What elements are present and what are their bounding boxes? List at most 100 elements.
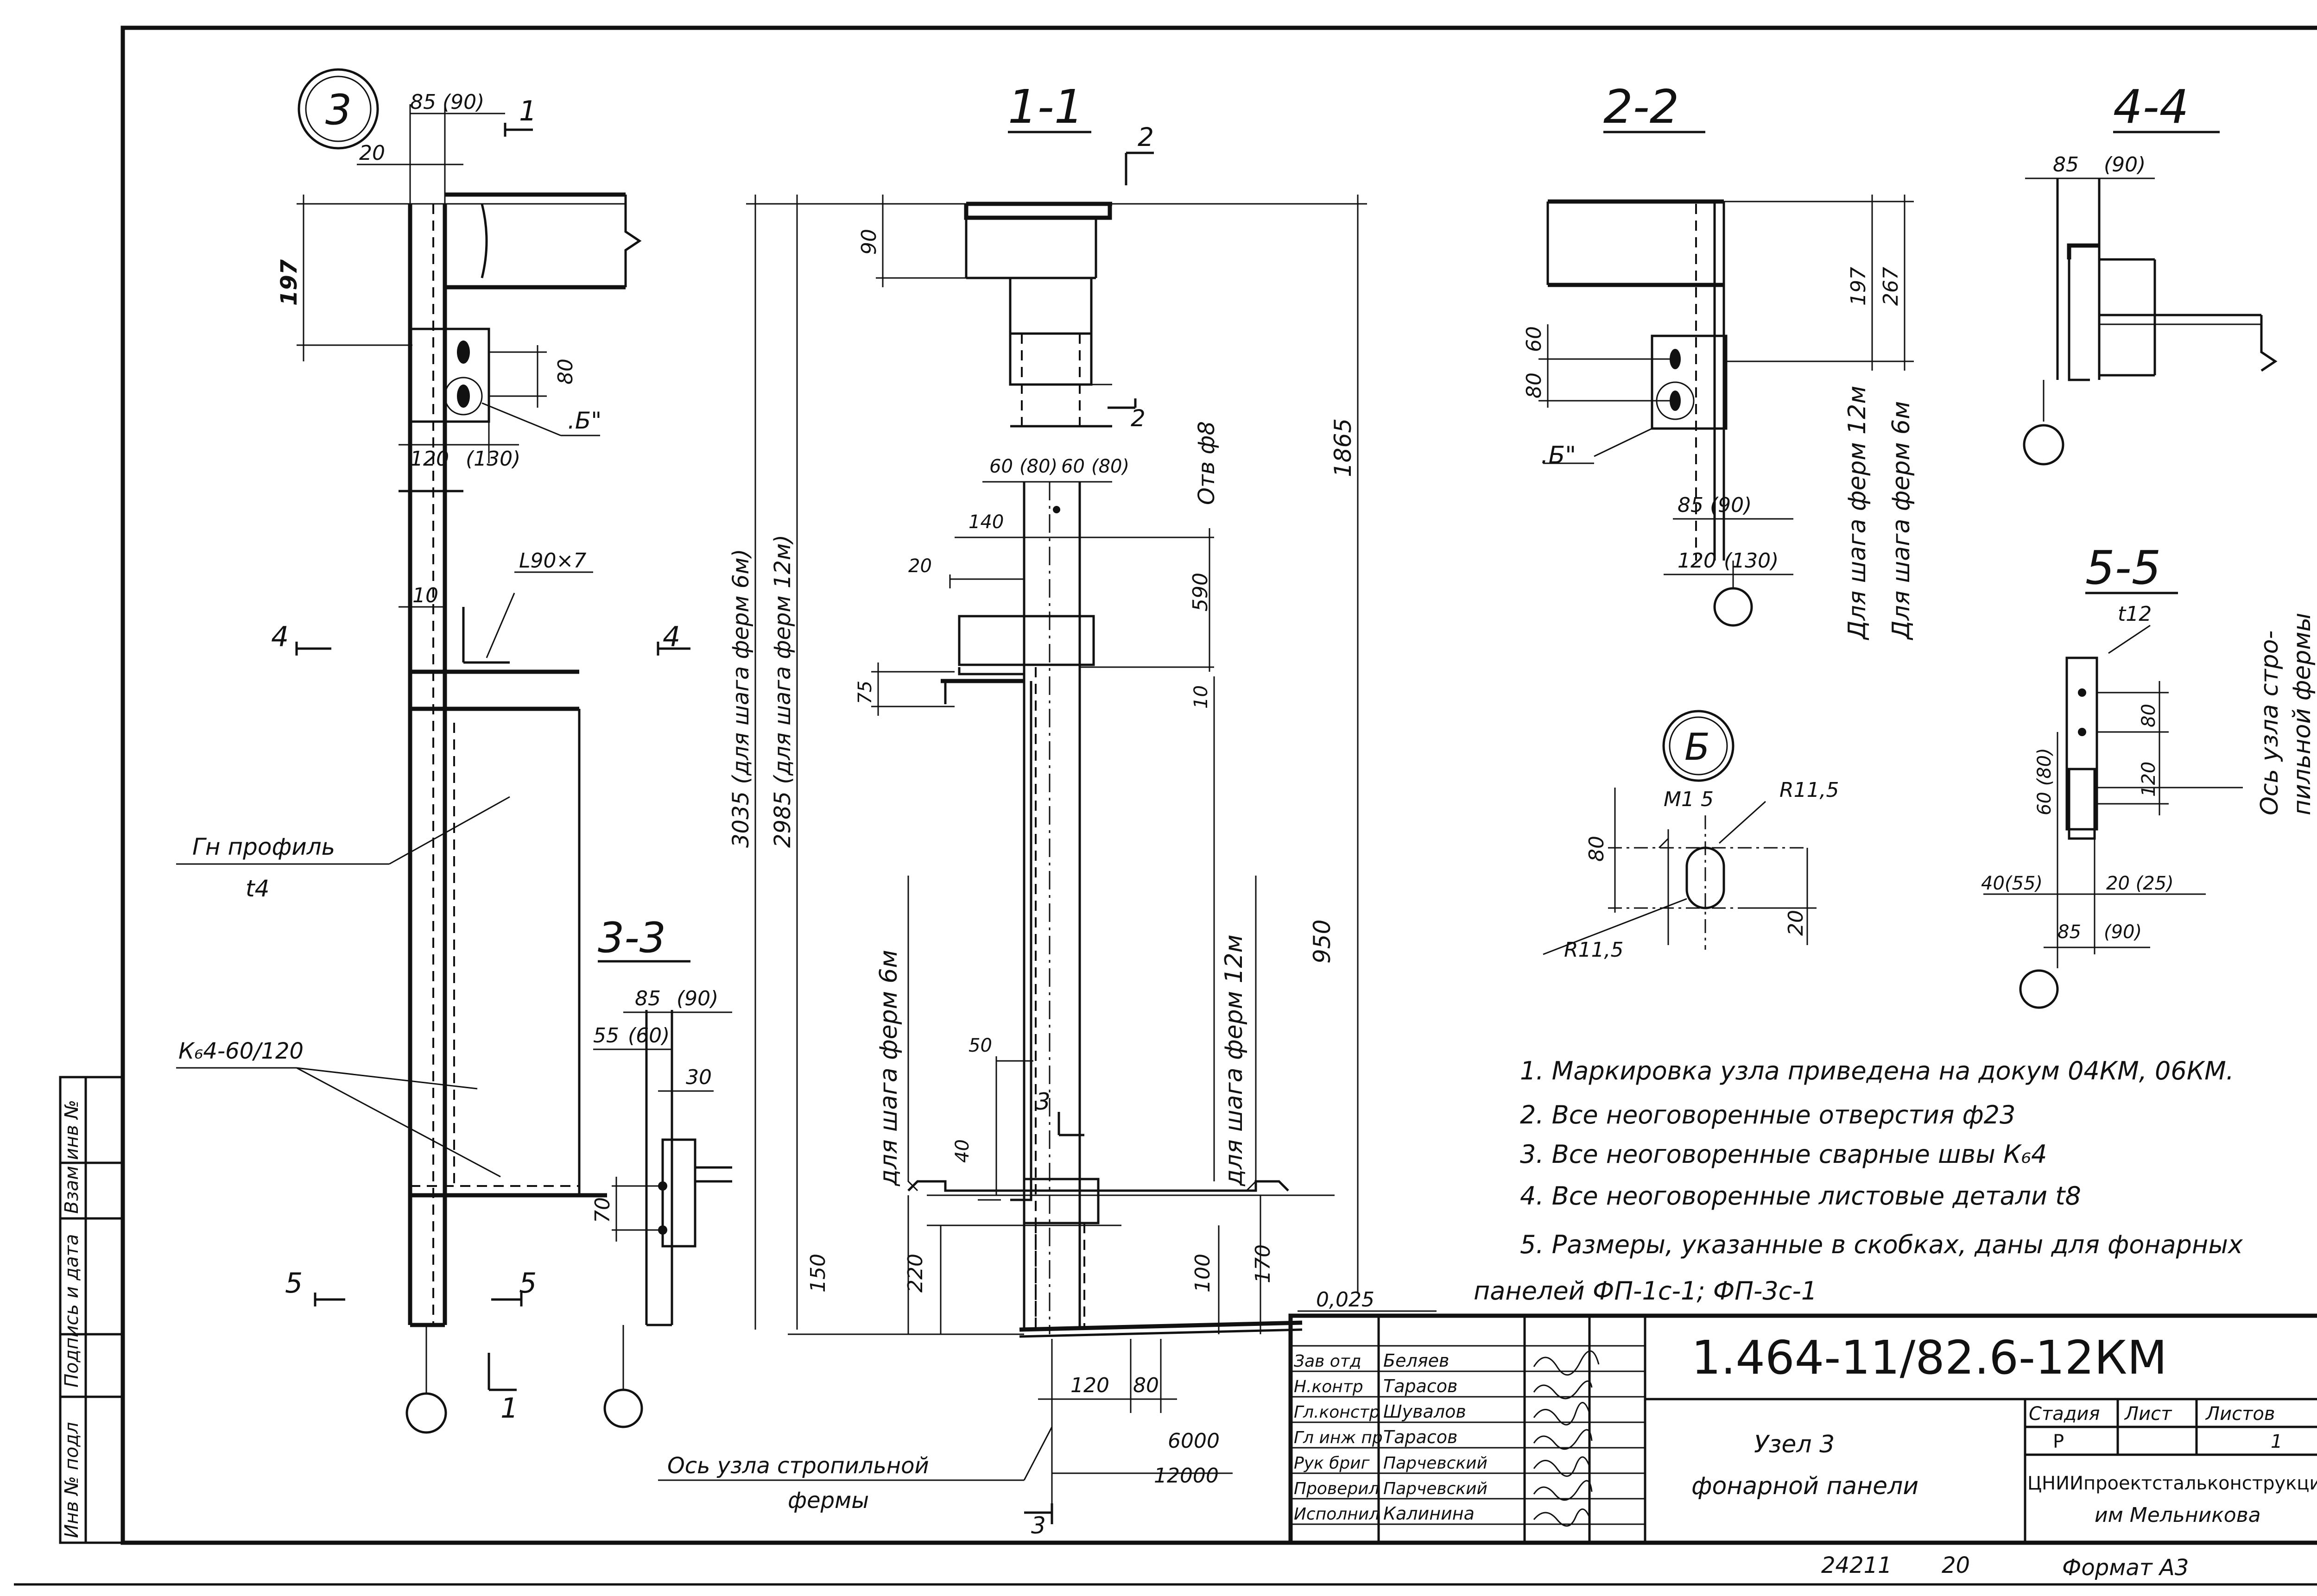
svg-text:60: 60 <box>1061 456 1085 477</box>
svg-text:Гн профиль: Гн профиль <box>192 833 335 860</box>
svg-text:55: 55 <box>593 1024 619 1047</box>
name-3: Тарасов <box>1383 1427 1457 1447</box>
svg-text:R11,5: R11,5 <box>1779 778 1839 802</box>
node-marker-label: 3 <box>325 86 352 134</box>
svg-text:60: 60 <box>1522 326 1546 352</box>
svg-text:.Б": .Б" <box>568 407 601 434</box>
svg-text:85: 85 <box>2053 153 2079 177</box>
note-1: 1. Маркировка узла приведена на докум 04… <box>1520 1056 2234 1085</box>
note-4: 4. Все неоговоренные листовые детали t8 <box>1520 1181 2081 1211</box>
svg-text:197: 197 <box>276 259 302 306</box>
svg-text:30: 30 <box>686 1066 712 1089</box>
svg-text:Ось узла стро-: Ось узла стро- <box>2256 631 2284 815</box>
svg-text:(130): (130) <box>466 447 520 471</box>
sheet-label: Лист <box>2124 1403 2172 1425</box>
svg-text:85: 85 <box>635 987 661 1010</box>
section-4-4-title: 4-4 <box>2113 80 2189 134</box>
svg-text:120: 120 <box>2138 762 2159 797</box>
svg-text:10: 10 <box>412 584 438 607</box>
svg-text:R11,5: R11,5 <box>1564 938 1624 962</box>
svg-text:100: 100 <box>1191 1254 1215 1293</box>
cut-2-top: 2 <box>1138 122 1154 152</box>
drawing-code: 1.464-11/82.6-12КМ <box>1691 1331 2167 1385</box>
cut-4-left: 4 <box>271 621 289 653</box>
svg-text:590: 590 <box>1189 573 1212 612</box>
stage-label: Стадия <box>2029 1403 2100 1425</box>
cut-5-left: 5 <box>285 1267 303 1300</box>
cut-1-bottom: 1 <box>500 1392 518 1425</box>
org-line-2: им Мельникова <box>2095 1503 2261 1527</box>
stamp-replace: Взам инв № <box>61 1100 82 1214</box>
svg-text:10: 10 <box>1190 685 1212 709</box>
section-1-1-title: 1-1 <box>1008 80 1083 134</box>
svg-text:85: 85 <box>410 90 436 114</box>
frame <box>14 25 2317 1586</box>
svg-text:60: 60 <box>989 456 1013 477</box>
notes: 1. Маркировка узла приведена на докум 04… <box>1474 1056 2243 1306</box>
svg-text:(80): (80) <box>1091 456 1129 477</box>
name-0: Беляев <box>1383 1350 1449 1371</box>
name-2: Шувалов <box>1383 1401 1466 1422</box>
sheets-label: Листов <box>2205 1403 2275 1425</box>
svg-text:80: 80 <box>1133 1374 1159 1397</box>
footer-page: 20 <box>1942 1552 1970 1578</box>
stamp-inv: Инв № подл <box>61 1422 82 1538</box>
role-4: Рук бриг <box>1294 1454 1370 1473</box>
cut-1-top: 1 <box>519 95 537 127</box>
svg-text:t12: t12 <box>2118 602 2152 626</box>
svg-text:120: 120 <box>410 447 449 471</box>
svg-text:20 (25): 20 (25) <box>2106 873 2174 894</box>
cut-3-mid: 3 <box>1036 1088 1051 1115</box>
cut-4-right: 4 <box>663 621 680 653</box>
svg-text:М1 5: М1 5 <box>1664 788 1714 811</box>
svg-text:150: 150 <box>806 1254 830 1293</box>
role-5: Проверил <box>1294 1479 1380 1498</box>
svg-text:L90×7: L90×7 <box>519 549 586 573</box>
svg-text:120: 120 <box>1070 1374 1109 1397</box>
svg-text:80: 80 <box>1522 372 1546 398</box>
detail-b-marker: Б <box>1684 725 1710 769</box>
role-2: Гл.констр <box>1294 1403 1380 1422</box>
svg-text:(60): (60) <box>628 1024 670 1047</box>
svg-text:20: 20 <box>359 141 385 165</box>
svg-text:1865: 1865 <box>1329 418 1356 477</box>
svg-text:3035 (для шага ферм 6м): 3035 (для шага ферм 6м) <box>728 549 754 848</box>
section-2-2-title: 2-2 <box>1603 80 1679 134</box>
svg-text:20: 20 <box>1784 910 1808 936</box>
svg-text:.Б": .Б" <box>1541 442 1576 469</box>
svg-text:(130): (130) <box>1724 549 1779 573</box>
svg-text:Отв ф8: Отв ф8 <box>1194 421 1220 505</box>
note-3: 3. Все неоговоренные сварные швы К₆4 <box>1520 1140 2047 1169</box>
svg-text:75: 75 <box>855 681 876 704</box>
view-detail-b: Б М1 5 R11,5 80 20 R11,5 <box>1543 710 1839 962</box>
svg-text:170: 170 <box>1251 1244 1275 1283</box>
name-6: Калинина <box>1383 1503 1475 1524</box>
sheets-value: 1 <box>2271 1431 2282 1452</box>
signatures <box>1533 1350 1600 1527</box>
svg-text:Для шага ферм 6м: Для шага ферм 6м <box>1887 401 1915 640</box>
svg-text:К₆4-60/120: К₆4-60/120 <box>178 1038 304 1064</box>
svg-text:0,025: 0,025 <box>1316 1288 1374 1312</box>
role-0: Зав отд <box>1294 1352 1361 1371</box>
svg-text:t4: t4 <box>246 875 269 902</box>
svg-text:20: 20 <box>908 555 932 577</box>
svg-text:Ось узла стропильной: Ось узла стропильной <box>667 1453 929 1479</box>
footer-format: Формат А3 <box>2062 1555 2189 1581</box>
title-line-2: фонарной панели <box>1691 1472 1918 1500</box>
cut-5-right: 5 <box>519 1267 537 1300</box>
svg-text:(90): (90) <box>443 90 484 114</box>
section-3-3-title: 3-3 <box>598 914 666 962</box>
view-section-2-2: 2-2 80 60 197 267 Для шага ферм 12м Для … <box>1522 80 1915 640</box>
note-5: 5. Размеры, указанные в скобках, даны дл… <box>1520 1230 2243 1259</box>
side-stamp: Инв № подл Подпись и дата Взам инв № <box>59 1076 124 1544</box>
footer: 24211 20 Формат А3 <box>1821 1552 2189 1581</box>
svg-text:85: 85 <box>2057 921 2081 943</box>
svg-text:Для шага ферм 12м: Для шага ферм 12м <box>1843 386 1871 640</box>
svg-text:120: 120 <box>1678 549 1716 573</box>
svg-text:для шага ферм 6м: для шага ферм 6м <box>875 950 903 1186</box>
svg-text:950: 950 <box>1309 920 1336 964</box>
svg-text:80: 80 <box>1585 836 1608 862</box>
svg-text:(90): (90) <box>2104 921 2142 943</box>
svg-text:140: 140 <box>969 511 1004 533</box>
